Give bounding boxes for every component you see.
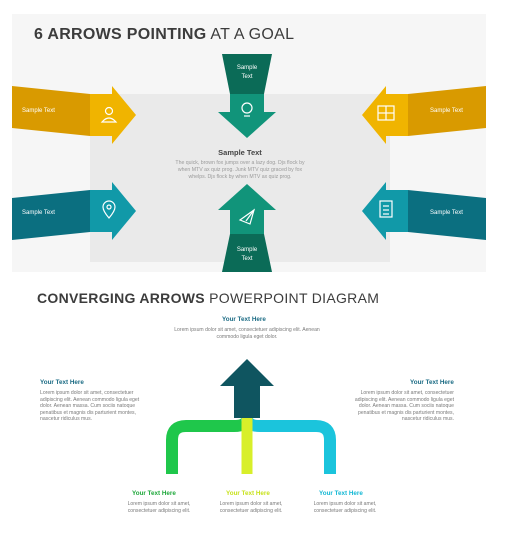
slide-title: 6 ARROWS POINTING AT A GOAL (34, 26, 295, 43)
bottom-center-heading: Your Text Here (226, 490, 270, 497)
arrow-left-bottom-label: Sample Text (22, 210, 55, 216)
slide-six-arrows: 6 ARROWS POINTING AT A GOAL Sample Text … (12, 14, 486, 272)
left-body: Lorem ipsum dolor sit amet, consectetuer… (40, 390, 140, 423)
main-up-arrow (220, 359, 274, 418)
paper-plane-icon (238, 208, 256, 225)
arrow-right-bottom (362, 182, 486, 240)
arrow-bottom (218, 184, 276, 272)
converging-graphic (166, 359, 336, 474)
bottom-right-body: Lorem ipsum dolor sit amet, consectetuer… (313, 501, 377, 514)
slide-title-2: CONVERGING ARROWS POWERPOINT DIAGRAM (37, 290, 380, 306)
map-pin-icon (102, 200, 116, 219)
right-body: Lorem ipsum dolor sit amet, consectetuer… (354, 390, 454, 423)
right-heading: Your Text Here (410, 379, 454, 386)
user-icon (100, 106, 118, 123)
arrow-top (218, 54, 276, 138)
slide-converging-arrows: CONVERGING ARROWS POWERPOINT DIAGRAM You… (12, 282, 486, 534)
arrow-right-bottom-label: Sample Text (430, 210, 463, 216)
arrow-right-top (362, 86, 486, 144)
clipboard-icon (379, 200, 393, 218)
bottom-left-body: Lorem ipsum dolor sit amet, consectetuer… (127, 501, 191, 514)
map-icon (377, 105, 395, 121)
top-heading: Your Text Here (222, 316, 266, 323)
goal-title: Sample Text (218, 148, 262, 157)
bottom-center-body: Lorem ipsum dolor sit amet, consectetuer… (219, 501, 283, 514)
lightbulb-icon (241, 102, 253, 117)
bottom-left-heading: Your Text Here (132, 490, 176, 497)
arrow-left-top (12, 86, 136, 144)
top-body: Lorem ipsum dolor sit amet, consectetuer… (174, 327, 320, 340)
arrows-graphic (12, 54, 486, 272)
green-branch (166, 417, 253, 474)
cyan-branch (241, 417, 336, 474)
arrow-left-bottom (12, 182, 136, 240)
arrow-right-top-label: Sample Text (430, 108, 463, 114)
left-heading: Your Text Here (40, 379, 84, 386)
bottom-right-heading: Your Text Here (319, 490, 363, 497)
goal-body: The quick, brown fox jumps over a lazy d… (175, 160, 305, 180)
arrow-left-top-label: Sample Text (22, 108, 55, 114)
